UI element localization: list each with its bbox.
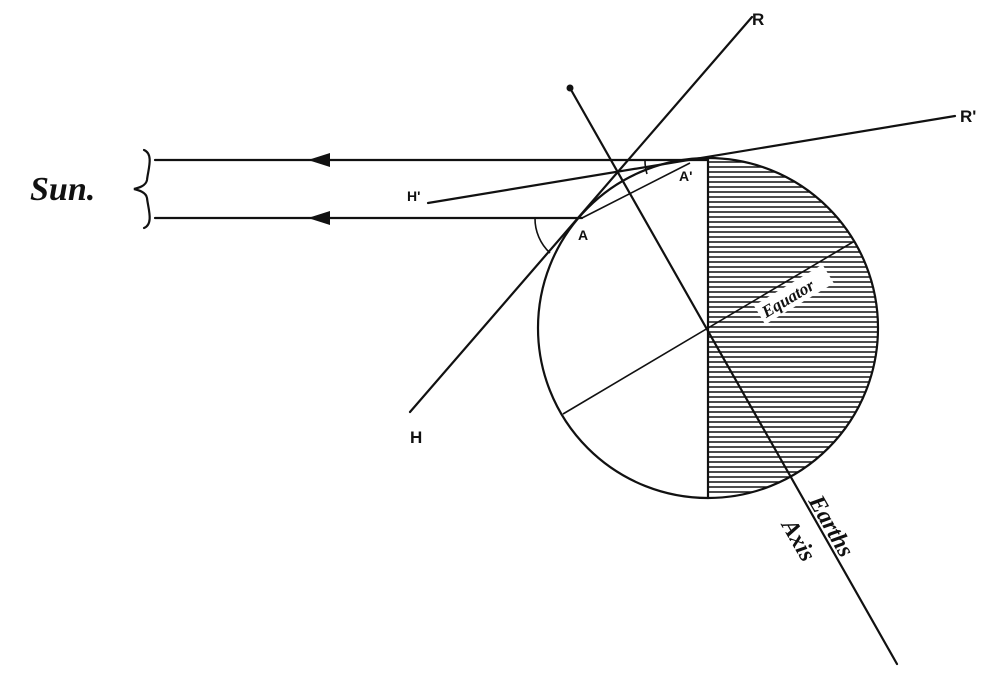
horizon-line-h-prime — [426, 114, 957, 205]
horizon-line-h — [408, 15, 754, 414]
label-r: R — [752, 10, 764, 29]
sun-label: Sun. — [30, 171, 95, 208]
ray-arrowhead-upper — [308, 153, 330, 167]
label-a: A — [578, 227, 588, 243]
axis-pole-dot — [566, 84, 574, 92]
sun-brace — [133, 148, 151, 230]
label-h: H — [410, 428, 422, 447]
label-h-prime: H' — [407, 188, 420, 204]
label-a-prime: A' — [679, 168, 692, 184]
earths-axis-line — [568, 86, 899, 666]
equator-label-backdrop — [753, 264, 834, 325]
ray-arrowhead-lower — [308, 211, 330, 225]
label-r-prime: R' — [960, 107, 976, 126]
angle-arc-at-a — [534, 217, 551, 254]
angle-arc-at-a-prime — [644, 159, 648, 175]
equator-line — [562, 241, 854, 415]
night-side-shading — [708, 161, 878, 493]
chord-a-a-prime — [581, 162, 691, 219]
